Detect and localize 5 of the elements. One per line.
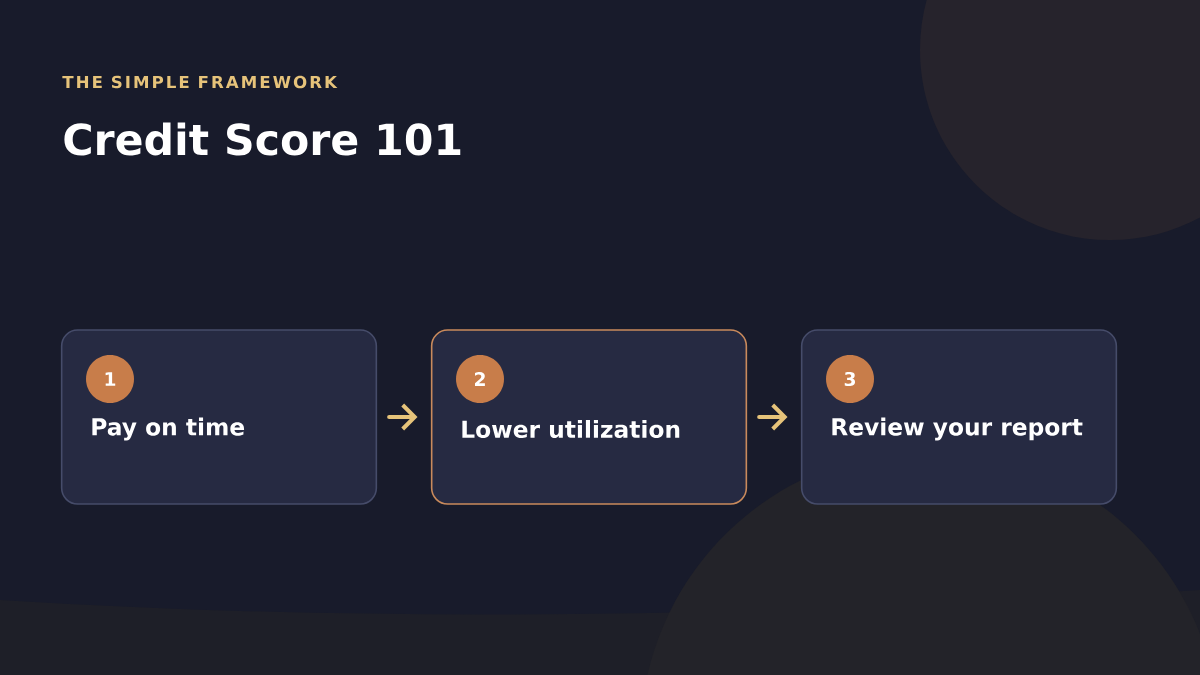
number-badge: 1 (86, 355, 134, 403)
eyebrow-text: THE SIMPLE FRAMEWORK (62, 75, 338, 89)
number-badge: 2 (456, 355, 504, 403)
number-badge: 3 (826, 355, 874, 403)
title: Credit Score 101 (64, 122, 461, 156)
